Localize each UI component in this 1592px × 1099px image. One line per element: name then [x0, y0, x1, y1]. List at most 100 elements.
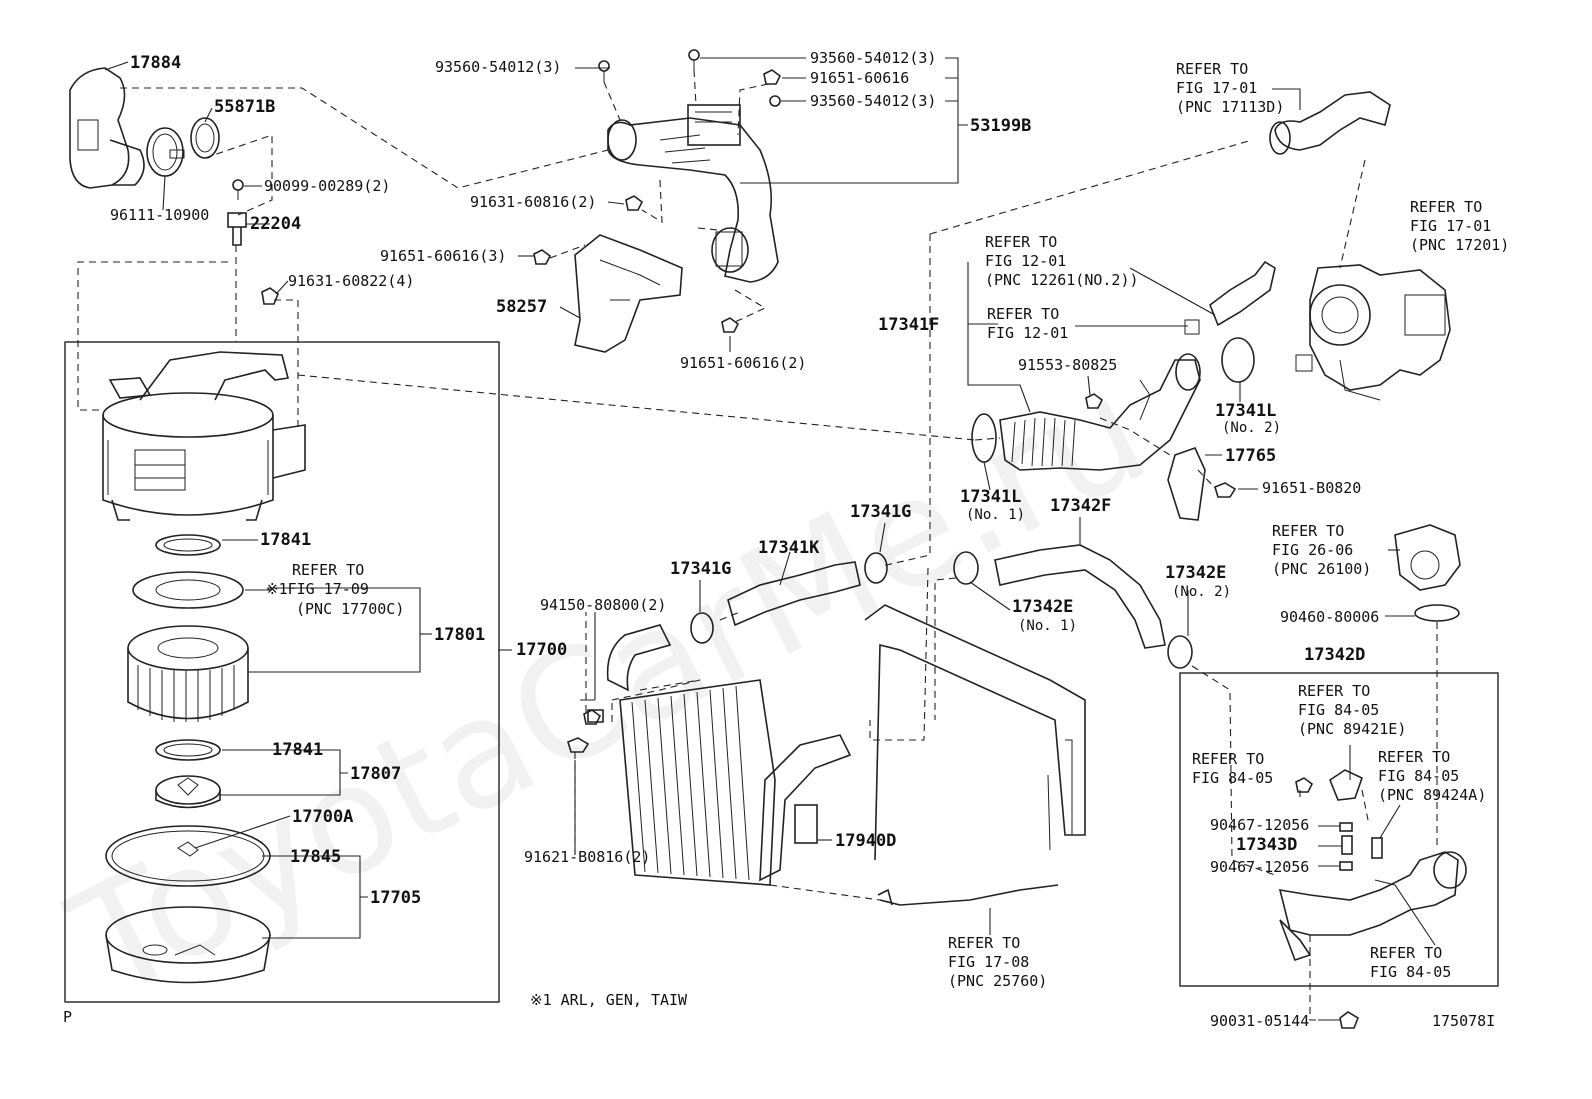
pipe-17343D — [1341, 835, 1353, 855]
bolt-90031 — [1339, 1011, 1359, 1029]
bolt-91651-60616-2 — [721, 317, 740, 333]
ref-17-09-line3: (PNC 17700C) — [296, 600, 404, 618]
ref-17-01-b-line2: FIG 17-01 — [1410, 217, 1491, 235]
inlet-hose-17341F — [999, 260, 1276, 471]
ref-26-06-line2: FIG 26-06 — [1272, 541, 1353, 559]
hose-clamp-17341L-no2 — [1221, 337, 1255, 383]
air-flow-meter-22204 — [227, 212, 247, 246]
ref-17-08-line1: REFER TO — [948, 934, 1020, 952]
phantom-lines — [77, 69, 1438, 1021]
sensor-89424A — [1371, 837, 1383, 859]
intercooler-inlet-pipe — [606, 624, 672, 692]
label-58257: 58257 — [496, 297, 547, 317]
label-53199B: 53199B — [970, 116, 1031, 136]
gasket-17841-upper — [155, 534, 221, 556]
label-17884: 17884 — [130, 53, 181, 73]
hose-17342D-part — [1278, 851, 1467, 962]
ref-12-01-a-line2: FIG 12-01 — [985, 252, 1066, 270]
bolt-91553-80825 — [1085, 393, 1104, 409]
label-17940D: 17940D — [835, 831, 896, 851]
ref-17-01-a-line1: REFER TO — [1176, 60, 1248, 78]
hose-clamp-17341G-a — [690, 612, 714, 644]
ref-84-05-c-line3: (PNC 89424A) — [1378, 786, 1486, 804]
ref-84-05-a-line1: REFER TO — [1298, 682, 1370, 700]
label-17341F: 17341F — [878, 315, 939, 335]
air-guide-58257 — [574, 234, 683, 353]
gasket-90460 — [1414, 604, 1460, 622]
figure-id: 175078I — [1432, 1012, 1495, 1030]
filter-cap-17807 — [155, 775, 221, 809]
air-cleaner-housing — [102, 351, 306, 521]
ref-17-01-a-line2: FIG 17-01 — [1176, 79, 1257, 97]
label-17341L-no1: 17341L — [960, 487, 1021, 507]
ref-17-01-b-line1: REFER TO — [1410, 198, 1482, 216]
label-55871B: 55871B — [214, 97, 275, 117]
bracket-17765 — [1167, 447, 1206, 521]
ref-17-09-line1: REFER TO — [292, 561, 364, 579]
bolt-91651-B0820 — [1214, 482, 1237, 498]
ref-12-01-b-line1: REFER TO — [987, 305, 1059, 323]
label-17342E-no2: 17342E — [1165, 563, 1226, 583]
air-cleaner-group — [64, 67, 500, 1003]
label-17705: 17705 — [370, 888, 421, 908]
air-filter-plate — [132, 571, 244, 609]
label-17845: 17845 — [290, 847, 341, 867]
label-94150-80800: 94150-80800(2) — [540, 596, 666, 614]
bolt-91631-60822 — [261, 287, 279, 305]
screw-93560-c — [769, 95, 781, 107]
ref-12-01-a-line3: (PNC 12261(NO.2)) — [985, 271, 1139, 289]
label-91631-60816: 91631-60816(2) — [470, 193, 596, 211]
radiator-outline — [864, 604, 1086, 861]
air-cleaner-case-17705 — [105, 906, 271, 984]
label-17342E-no1: 17342E — [1012, 597, 1073, 617]
hose-17342F — [994, 544, 1166, 649]
label-17341K: 17341K — [758, 538, 820, 558]
label-91621-B0816: 91621-B0816(2) — [524, 848, 650, 866]
ref-17-01-b-line3: (PNC 17201) — [1410, 236, 1509, 254]
ref-84-05-c-line1: REFER TO — [1378, 748, 1450, 766]
turbocharger — [1295, 264, 1451, 401]
label-17341G-b: 17341G — [850, 502, 911, 522]
air-cleaner-assembly-box — [64, 341, 500, 1003]
ref-17-09-line2: ※1FIG 17-09 — [266, 580, 369, 598]
screw-93560-a — [598, 60, 610, 72]
ref-17-01-a-line3: (PNC 17113D) — [1176, 98, 1284, 116]
ref-17-08-line2: FIG 17-08 — [948, 953, 1029, 971]
label-17341L-no2-note: (No. 2) — [1222, 420, 1281, 436]
label-17341L-no1-note: (No. 1) — [966, 507, 1025, 523]
label-17343D: 17343D — [1236, 835, 1297, 855]
label-91631-60822: 91631-60822(4) — [288, 272, 414, 290]
label-91651-B0820: 91651-B0820 — [1262, 479, 1361, 497]
label-17807: 17807 — [350, 764, 401, 784]
footnote: ※1 ARL, GEN, TAIW — [530, 991, 688, 1009]
label-17342F: 17342F — [1050, 496, 1111, 516]
screw-93560-b — [688, 49, 700, 61]
ring-55871B — [190, 117, 220, 159]
label-90467-b: 90467-12056 — [1210, 858, 1309, 876]
air-filter-element-17801 — [127, 625, 249, 722]
ref-84-05-d-line1: REFER TO — [1370, 944, 1442, 962]
label-17342E-no1-note: (No. 1) — [1018, 618, 1077, 634]
label-91553-80825: 91553-80825 — [1018, 356, 1117, 374]
ref-84-05-a-line3: (PNC 89421E) — [1298, 720, 1406, 738]
ref-17-08-line3: (PNC 25760) — [948, 972, 1047, 990]
label-17841-upper: 17841 — [260, 530, 311, 550]
hose-assembly-17342D-box — [1179, 672, 1499, 987]
hose-clamp-17342E-no2 — [1167, 635, 1193, 669]
label-93560-a: 93560-54012(3) — [435, 58, 561, 76]
intercooler-outlet-pipe — [759, 734, 852, 882]
label-17342E-no2-note: (No. 2) — [1172, 584, 1231, 600]
label-17700: 17700 — [516, 640, 567, 660]
bolt-sensor-84-05 — [1295, 777, 1314, 793]
callout-labels: 17884 55871B 90099-00289(2) 96111-10900 … — [63, 49, 1509, 1030]
ref-84-05-b-line1: REFER TO — [1192, 750, 1264, 768]
hose-clamp-96111 — [146, 127, 185, 177]
label-17801: 17801 — [434, 625, 485, 645]
label-17841-lower: 17841 — [272, 740, 323, 760]
bolt-91651-60616 — [763, 69, 782, 85]
label-17341L-no2: 17341L — [1215, 401, 1276, 421]
ref-84-05-b-line2: FIG 84-05 — [1192, 769, 1273, 787]
label-90099: 90099-00289(2) — [264, 177, 390, 195]
ref-26-06-line1: REFER TO — [1272, 522, 1344, 540]
